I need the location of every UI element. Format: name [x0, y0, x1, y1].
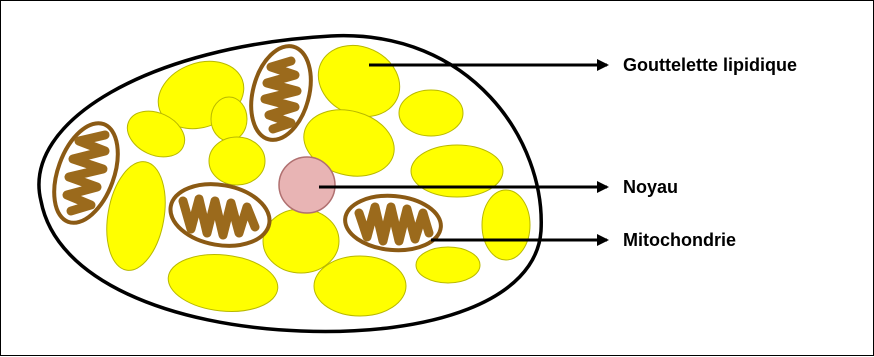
lipid-droplet [209, 137, 265, 185]
lipid-droplet [482, 190, 530, 260]
lipid-droplet [411, 145, 503, 197]
label-lipid-droplet: Gouttelette lipidique [623, 55, 797, 75]
nucleus [279, 157, 335, 213]
label-mitochondrion: Mitochondrie [623, 230, 736, 250]
lipid-droplet [399, 90, 463, 136]
lipid-droplet [314, 256, 406, 316]
lipid-droplet [211, 97, 247, 141]
lipid-droplet [416, 247, 480, 283]
lipid-droplet [263, 209, 339, 273]
label-nucleus: Noyau [623, 177, 678, 197]
